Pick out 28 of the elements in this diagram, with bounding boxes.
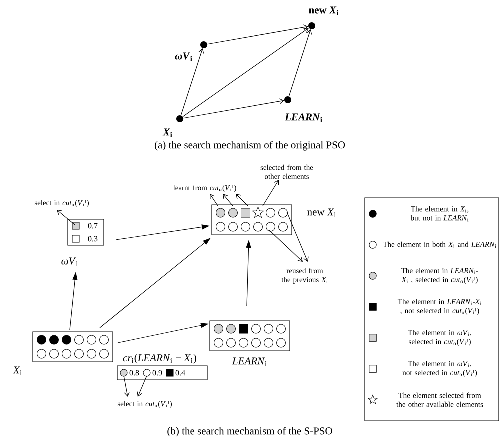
point-label: X$_{i}$: [162, 128, 172, 138]
leader-arrow: [286, 212, 309, 262]
vector-label: X$_{i}$: [13, 366, 22, 376]
leader-arrow: [223, 194, 234, 206]
point-label: new X$_{i}$: [309, 6, 339, 16]
vector-label: cr$_{i}$(LEARN$_{i}$ − X$_{i}$): [123, 354, 196, 364]
arrow: [288, 30, 312, 97]
caption: (b) the search mechanism of the S-PSO: [168, 427, 332, 437]
leader-arrow: [137, 376, 148, 397]
leader-arrow: [210, 194, 218, 206]
arrow: [182, 28, 309, 118]
vector-box: 0.7 0.3: [68, 219, 104, 246]
caption: (a) the search mechanism of the original PSO: [154, 141, 346, 151]
vector-label: ωV$_{i}$: [62, 258, 78, 266]
leader-arrow: [57, 210, 76, 226]
leader-arrow: [236, 194, 248, 206]
vector-label: new X$_{i}$: [308, 208, 336, 218]
arrow: [183, 98, 284, 119]
vector-label: LEARN$_{i}$: [232, 358, 267, 366]
arrow: [180, 48, 204, 116]
point-label: LEARN$_{i}$: [285, 114, 322, 122]
arrow: [100, 238, 211, 328]
arrow: [207, 24, 308, 45]
leader-arrow: [262, 180, 280, 206]
leader-arrow: [268, 230, 303, 262]
point-label: ωV$_{i}$: [175, 52, 192, 62]
leader-arrow: [124, 376, 130, 397]
vector-box: 0.8 0.9 0.4: [117, 366, 208, 380]
